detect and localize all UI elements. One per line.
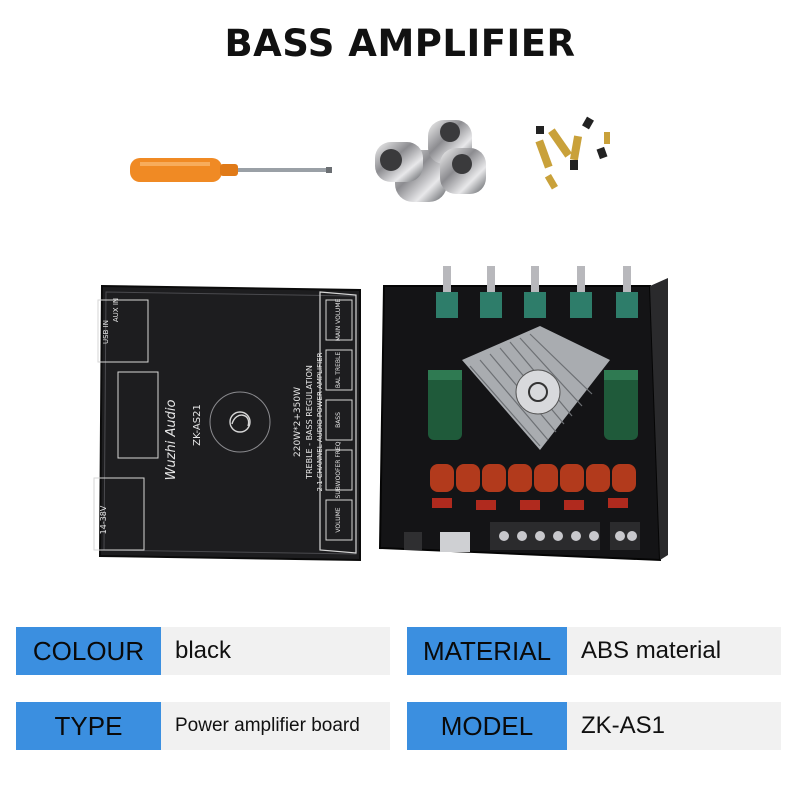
acrylic-panel: Wuzhi Audio ZK-AS21 220W*2+350W TREBLE -… [93, 284, 361, 562]
spec-colour-value: black [161, 627, 390, 675]
knob-label-5: VOLUME [335, 507, 342, 532]
heatsink [462, 326, 610, 450]
spec-model: MODEL ZK-AS1 [407, 702, 781, 750]
spec-type: TYPE Power amplifier board [16, 702, 390, 750]
spec-model-label: MODEL [407, 702, 567, 750]
knob-label-4: SUBWOOFER FREQ [335, 441, 342, 498]
screwdriver-image [130, 158, 332, 182]
spec-colour: COLOUR black [16, 627, 390, 675]
spec-type-label: TYPE [16, 702, 161, 750]
knob-label-3: BASS [335, 412, 342, 428]
page-title: BASS AMPLIFIER [224, 22, 576, 65]
potentiometers [436, 266, 638, 318]
standoffs-image [535, 116, 610, 190]
regulation-text: TREBLE - BASS REGULATION [305, 365, 314, 480]
knob-label-2: BAL TREBLE [335, 352, 342, 389]
board-model-text: ZK-AS21 [192, 404, 203, 446]
terminal-block [490, 522, 640, 550]
knob-caps-image [375, 120, 486, 202]
product-photo: Wuzhi Audio ZK-AS21 220W*2+350W TREBLE -… [93, 116, 668, 562]
aux-in-text: AUX IN [112, 298, 120, 322]
spec-material-label: MATERIAL [407, 627, 567, 675]
voltage-text: 14-38V [99, 505, 108, 534]
capacitors [428, 370, 638, 440]
brand-text: Wuzhi Audio [164, 400, 179, 481]
inductors [430, 464, 636, 492]
usb-in-text: USB IN [102, 320, 110, 344]
spec-colour-label: COLOUR [16, 627, 161, 675]
power-text: 220W*2+350W [293, 387, 303, 457]
channel-text: 2.1 CHANNEL AUDIO POWER AMPLIFIER [316, 352, 324, 491]
spec-model-value: ZK-AS1 [567, 702, 781, 750]
spec-material-value: ABS material [567, 627, 781, 675]
spec-material: MATERIAL ABS material [407, 627, 781, 675]
knob-label-1: MAIN VOLUME [335, 299, 342, 342]
pcb-board [378, 266, 668, 562]
spec-type-value: Power amplifier board [161, 702, 390, 750]
